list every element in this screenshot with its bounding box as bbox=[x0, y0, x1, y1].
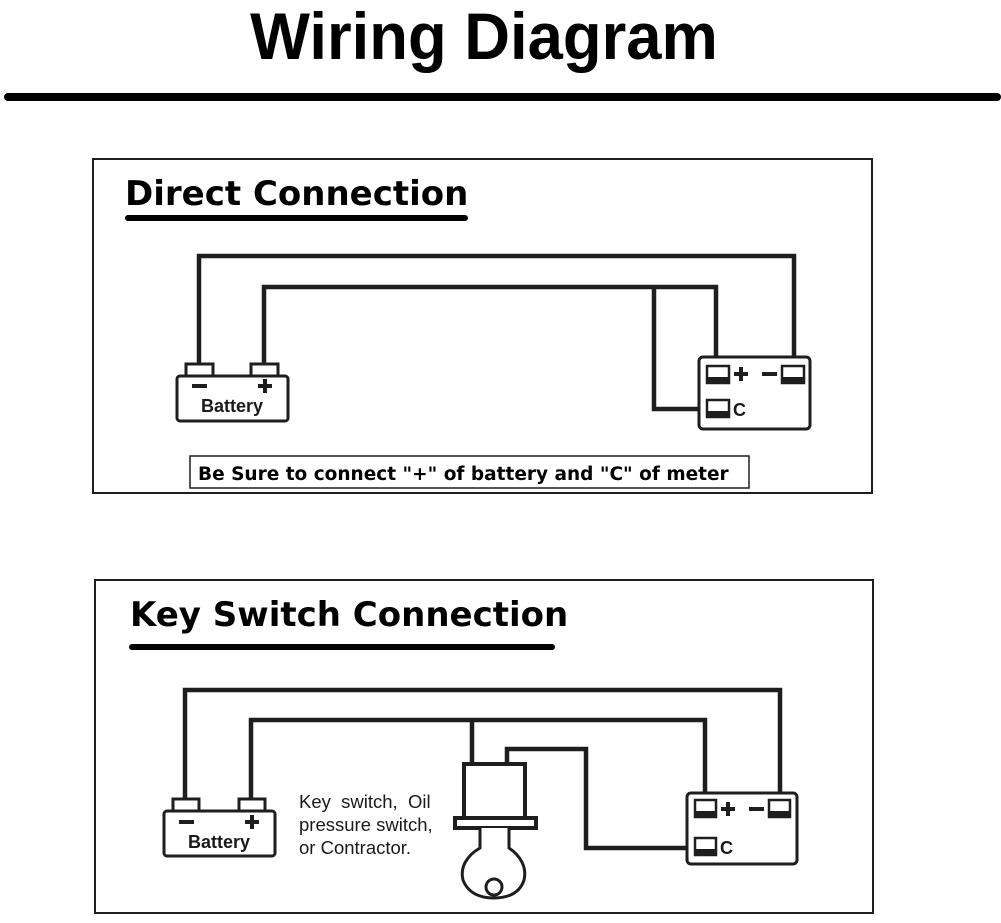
meter-plus-icon-vertical bbox=[726, 802, 730, 816]
direct-battery: Battery bbox=[175, 362, 290, 423]
switch-caption-line3: or Contractor. bbox=[299, 837, 411, 858]
key-switch-battery: Battery bbox=[162, 797, 277, 858]
direct-wires bbox=[196, 253, 797, 412]
key-head bbox=[460, 828, 527, 900]
wire-pos-to-meter-c bbox=[651, 287, 707, 412]
key-switch-connection-panel: Key Switch Connection Battery Key switch… bbox=[94, 579, 874, 914]
direct-meter: C bbox=[697, 355, 812, 431]
key-hole bbox=[484, 877, 504, 897]
meter-neg-terminal-fill bbox=[769, 811, 790, 817]
meter-neg-terminal-fill bbox=[782, 377, 804, 383]
wire-battery-neg-to-meter-neg bbox=[182, 687, 783, 799]
switch-caption: Key switch, Oil pressure switch, or Cont… bbox=[299, 791, 433, 858]
direct-connection-panel: Direct Connection Battery bbox=[92, 158, 873, 494]
battery-minus-icon bbox=[192, 384, 207, 388]
wire-battery-pos-to-meter-pos bbox=[248, 717, 708, 799]
battery-neg-terminal bbox=[184, 362, 215, 378]
note-box bbox=[189, 455, 750, 489]
meter-pos-terminal-fill bbox=[707, 377, 729, 383]
battery-pos-terminal bbox=[237, 797, 267, 813]
wire-switch-to-meter-c bbox=[504, 746, 696, 851]
switch-caption-line1: Key switch, Oil bbox=[299, 791, 431, 812]
meter-c-terminal-fill bbox=[707, 411, 729, 417]
battery-label: Battery bbox=[188, 832, 250, 852]
battery-label: Battery bbox=[201, 396, 263, 416]
meter-c-terminal-fill bbox=[695, 849, 716, 855]
meter-pos-terminal-fill bbox=[695, 811, 716, 817]
direct-panel-border bbox=[92, 158, 873, 494]
battery-plus-icon-vertical bbox=[250, 815, 254, 829]
note-text: Be Sure to connect "+" of battery and "C… bbox=[198, 464, 730, 485]
meter-c-label: C bbox=[720, 838, 733, 858]
battery-neg-terminal bbox=[171, 797, 201, 813]
wire-battery-neg-to-meter-neg bbox=[196, 253, 797, 366]
meter-minus-icon bbox=[749, 807, 764, 811]
key-switch-section-title: Key Switch Connection bbox=[130, 595, 568, 635]
direct-section-title: Direct Connection bbox=[125, 174, 468, 214]
key-switch-panel-border bbox=[94, 579, 874, 914]
title-divider bbox=[4, 93, 1001, 101]
switch-housing bbox=[462, 762, 527, 821]
switch-flange bbox=[453, 816, 538, 830]
key-switch-meter: C bbox=[685, 791, 799, 866]
meter-plus-icon-vertical bbox=[739, 367, 743, 381]
direct-note: Be Sure to connect "+" of battery and "C… bbox=[189, 455, 750, 489]
key-switch-icon bbox=[453, 762, 538, 900]
battery-minus-icon bbox=[179, 820, 194, 824]
meter-minus-icon bbox=[762, 372, 777, 376]
wire-battery-pos-to-meter-pos bbox=[261, 284, 719, 366]
page-title: Wiring Diagram bbox=[250, 0, 718, 73]
battery-pos-terminal bbox=[249, 362, 280, 378]
battery-plus-icon-vertical bbox=[263, 379, 267, 393]
key-switch-wires bbox=[182, 687, 783, 851]
meter-c-label: C bbox=[733, 400, 746, 420]
switch-caption-line2: pressure switch, bbox=[299, 814, 433, 835]
